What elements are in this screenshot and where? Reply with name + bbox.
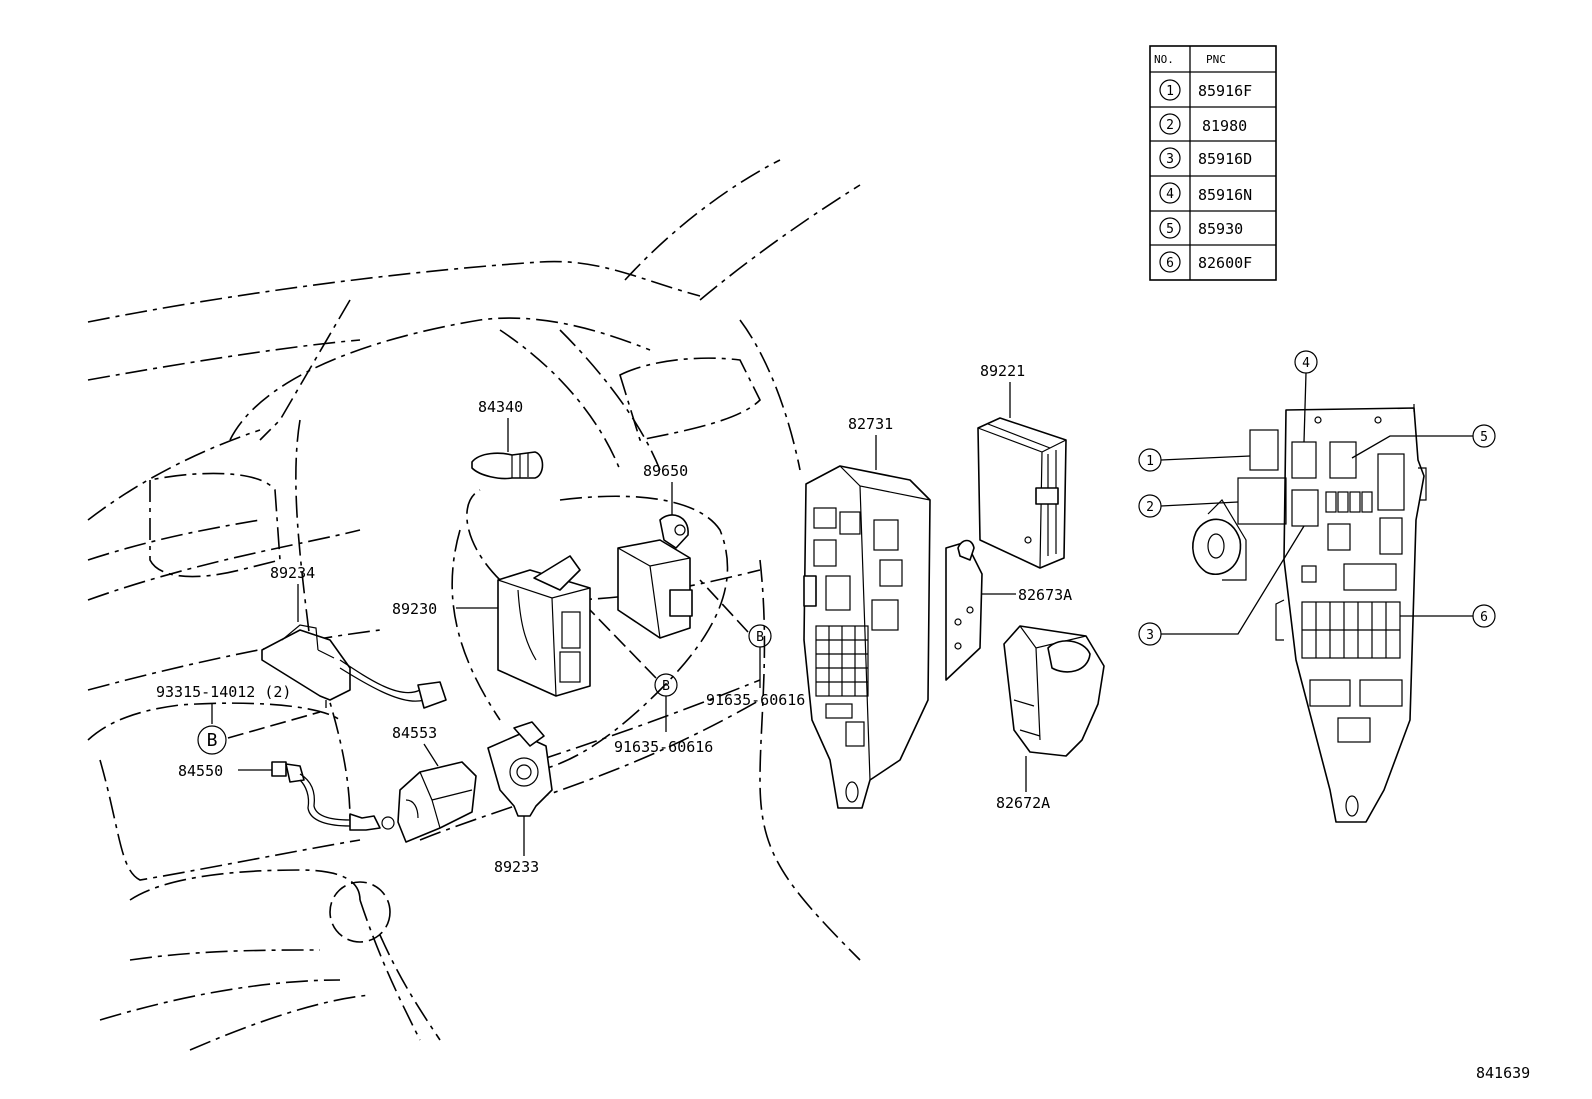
label-89230: 89230 bbox=[392, 600, 437, 618]
table-row: 1 85916F bbox=[1159, 79, 1252, 101]
label-89221: 89221 bbox=[980, 362, 1025, 380]
svg-text:4: 4 bbox=[1302, 356, 1310, 371]
ref-mark-b-2: B bbox=[756, 630, 764, 645]
svg-text:3: 3 bbox=[1146, 628, 1154, 643]
dashboard-outline bbox=[87, 159, 861, 1051]
part-89221: 89221 bbox=[977, 362, 1067, 569]
callout-3: 3 bbox=[1138, 525, 1305, 646]
svg-text:1: 1 bbox=[1166, 84, 1174, 99]
part-91635-a: B 91635-60616 bbox=[699, 579, 805, 709]
callout-5: 5 bbox=[1351, 424, 1496, 459]
part-91635-b: B 91635-60616 bbox=[589, 609, 713, 756]
label-89233: 89233 bbox=[494, 858, 539, 876]
table-header-pnc: PNC bbox=[1206, 53, 1226, 66]
svg-text:2: 2 bbox=[1146, 500, 1154, 515]
ref-mark-b: B bbox=[207, 730, 218, 751]
svg-text:3: 3 bbox=[1166, 152, 1174, 167]
label-82673a: 82673A bbox=[1018, 586, 1072, 604]
label-89234: 89234 bbox=[270, 564, 315, 582]
svg-text:2: 2 bbox=[1166, 118, 1174, 133]
label-84553: 84553 bbox=[392, 724, 437, 742]
part-89230: 89230 bbox=[392, 555, 591, 697]
part-89234: 89234 bbox=[261, 564, 447, 709]
svg-text:5: 5 bbox=[1480, 430, 1488, 445]
part-84550: 84550 bbox=[178, 761, 395, 831]
table-row: 3 85916D bbox=[1159, 147, 1252, 169]
label-82672a: 82672A bbox=[996, 794, 1050, 812]
table-row: 4 85916N bbox=[1159, 182, 1252, 204]
part-82673a: 82673A bbox=[945, 539, 1072, 681]
svg-text:6: 6 bbox=[1166, 256, 1174, 271]
label-82731: 82731 bbox=[848, 415, 893, 433]
part-82731: 82731 bbox=[803, 415, 931, 809]
table-row: 5 85930 bbox=[1159, 217, 1243, 239]
svg-text:85930: 85930 bbox=[1198, 220, 1243, 238]
svg-text:1: 1 bbox=[1146, 454, 1154, 469]
svg-text:85916D: 85916D bbox=[1198, 150, 1252, 168]
label-91635-b: 91635-60616 bbox=[614, 738, 713, 756]
callout-1: 1 bbox=[1138, 448, 1251, 472]
callout-4: 4 bbox=[1294, 350, 1318, 443]
ref-mark-b-circle bbox=[197, 725, 227, 755]
part-89233: 89233 bbox=[487, 721, 553, 876]
label-89650: 89650 bbox=[643, 462, 688, 480]
svg-text:81980: 81980 bbox=[1202, 117, 1247, 135]
table-row: 2 81980 bbox=[1159, 113, 1247, 135]
label-84550: 84550 bbox=[178, 762, 223, 780]
ref-mark-b-3: B bbox=[662, 679, 670, 694]
svg-text:82600F: 82600F bbox=[1198, 254, 1252, 272]
svg-text:85916N: 85916N bbox=[1198, 186, 1252, 204]
callout-6: 6 bbox=[1400, 604, 1496, 628]
table-header-no: NO. bbox=[1154, 53, 1174, 66]
figure-number: 841639 bbox=[1476, 1064, 1530, 1082]
part-89650: 89650 bbox=[617, 462, 693, 639]
relay-block-detail bbox=[1192, 404, 1427, 823]
svg-text:4: 4 bbox=[1166, 187, 1174, 202]
label-93315: 93315-14012 (2) bbox=[156, 683, 291, 701]
label-91635-a: 91635-60616 bbox=[706, 691, 805, 709]
callout-2: 2 bbox=[1138, 494, 1239, 518]
svg-text:6: 6 bbox=[1480, 610, 1488, 625]
part-93315: 93315-14012 (2) B bbox=[156, 683, 321, 755]
pnc-table: NO. PNC 1 85916F 2 81980 3 85916D 4 8591… bbox=[1149, 45, 1277, 281]
table-row: 6 82600F bbox=[1159, 251, 1252, 273]
label-84340: 84340 bbox=[478, 398, 523, 416]
part-84340: 84340 bbox=[471, 398, 544, 480]
part-82672a: 82672A bbox=[996, 625, 1105, 812]
svg-text:85916F: 85916F bbox=[1198, 82, 1252, 100]
part-84553: 84553 bbox=[392, 724, 477, 843]
svg-text:5: 5 bbox=[1166, 222, 1174, 237]
